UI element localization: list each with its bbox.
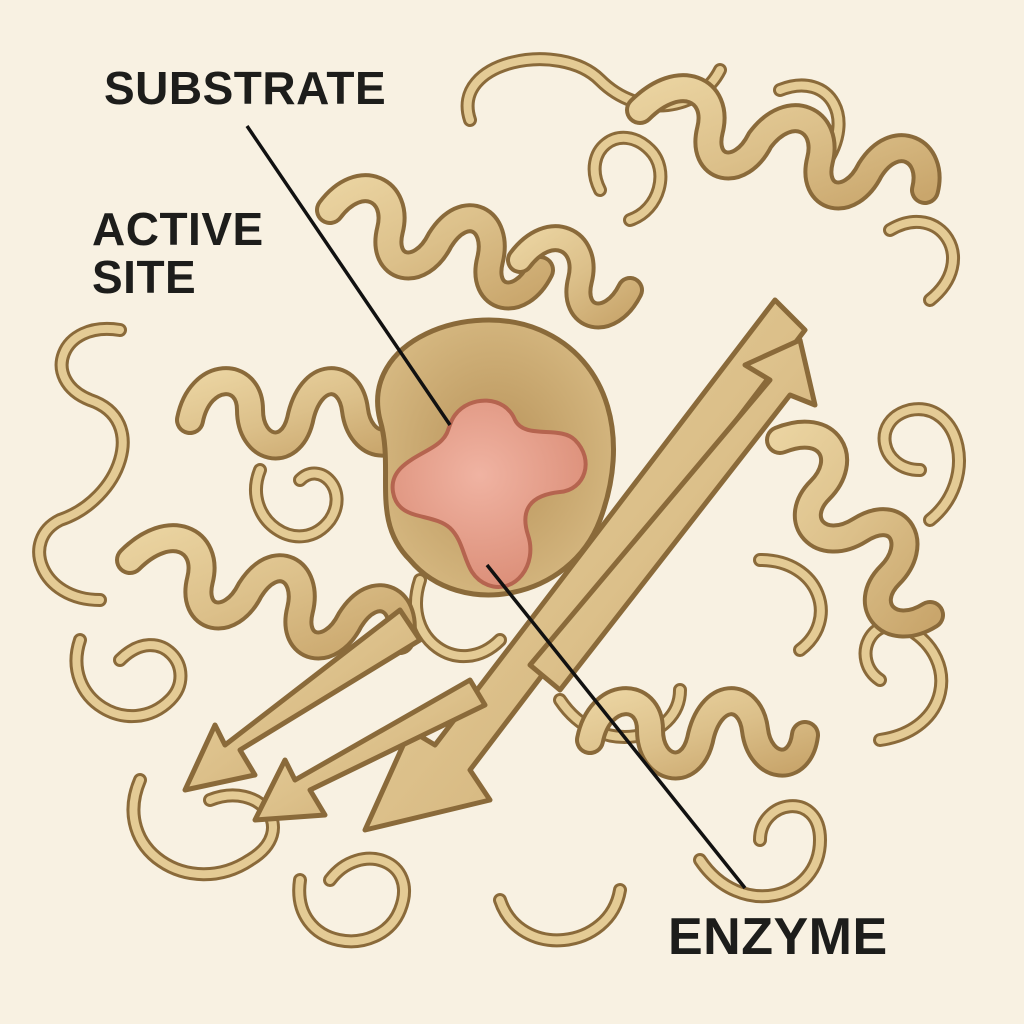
beta-strands [182, 297, 818, 833]
beta-strand-arrow-3 [182, 607, 423, 793]
label-substrate: SUBSTRATE [104, 62, 387, 114]
beta-strand-arrow-4 [252, 677, 488, 823]
label-active-site: ACTIVE SITE [92, 205, 264, 302]
label-enzyme: ENZYME [668, 908, 888, 966]
label-active-site-line1: ACTIVE [92, 203, 264, 255]
alpha-helices [115, 73, 945, 781]
substrate-molecule-blob [390, 398, 588, 589]
label-active-site-line2: SITE [92, 251, 197, 304]
substrate-leader-line [245, 125, 452, 426]
beta-strand-arrow-2 [527, 337, 818, 693]
enzyme-leader-line [485, 563, 747, 890]
